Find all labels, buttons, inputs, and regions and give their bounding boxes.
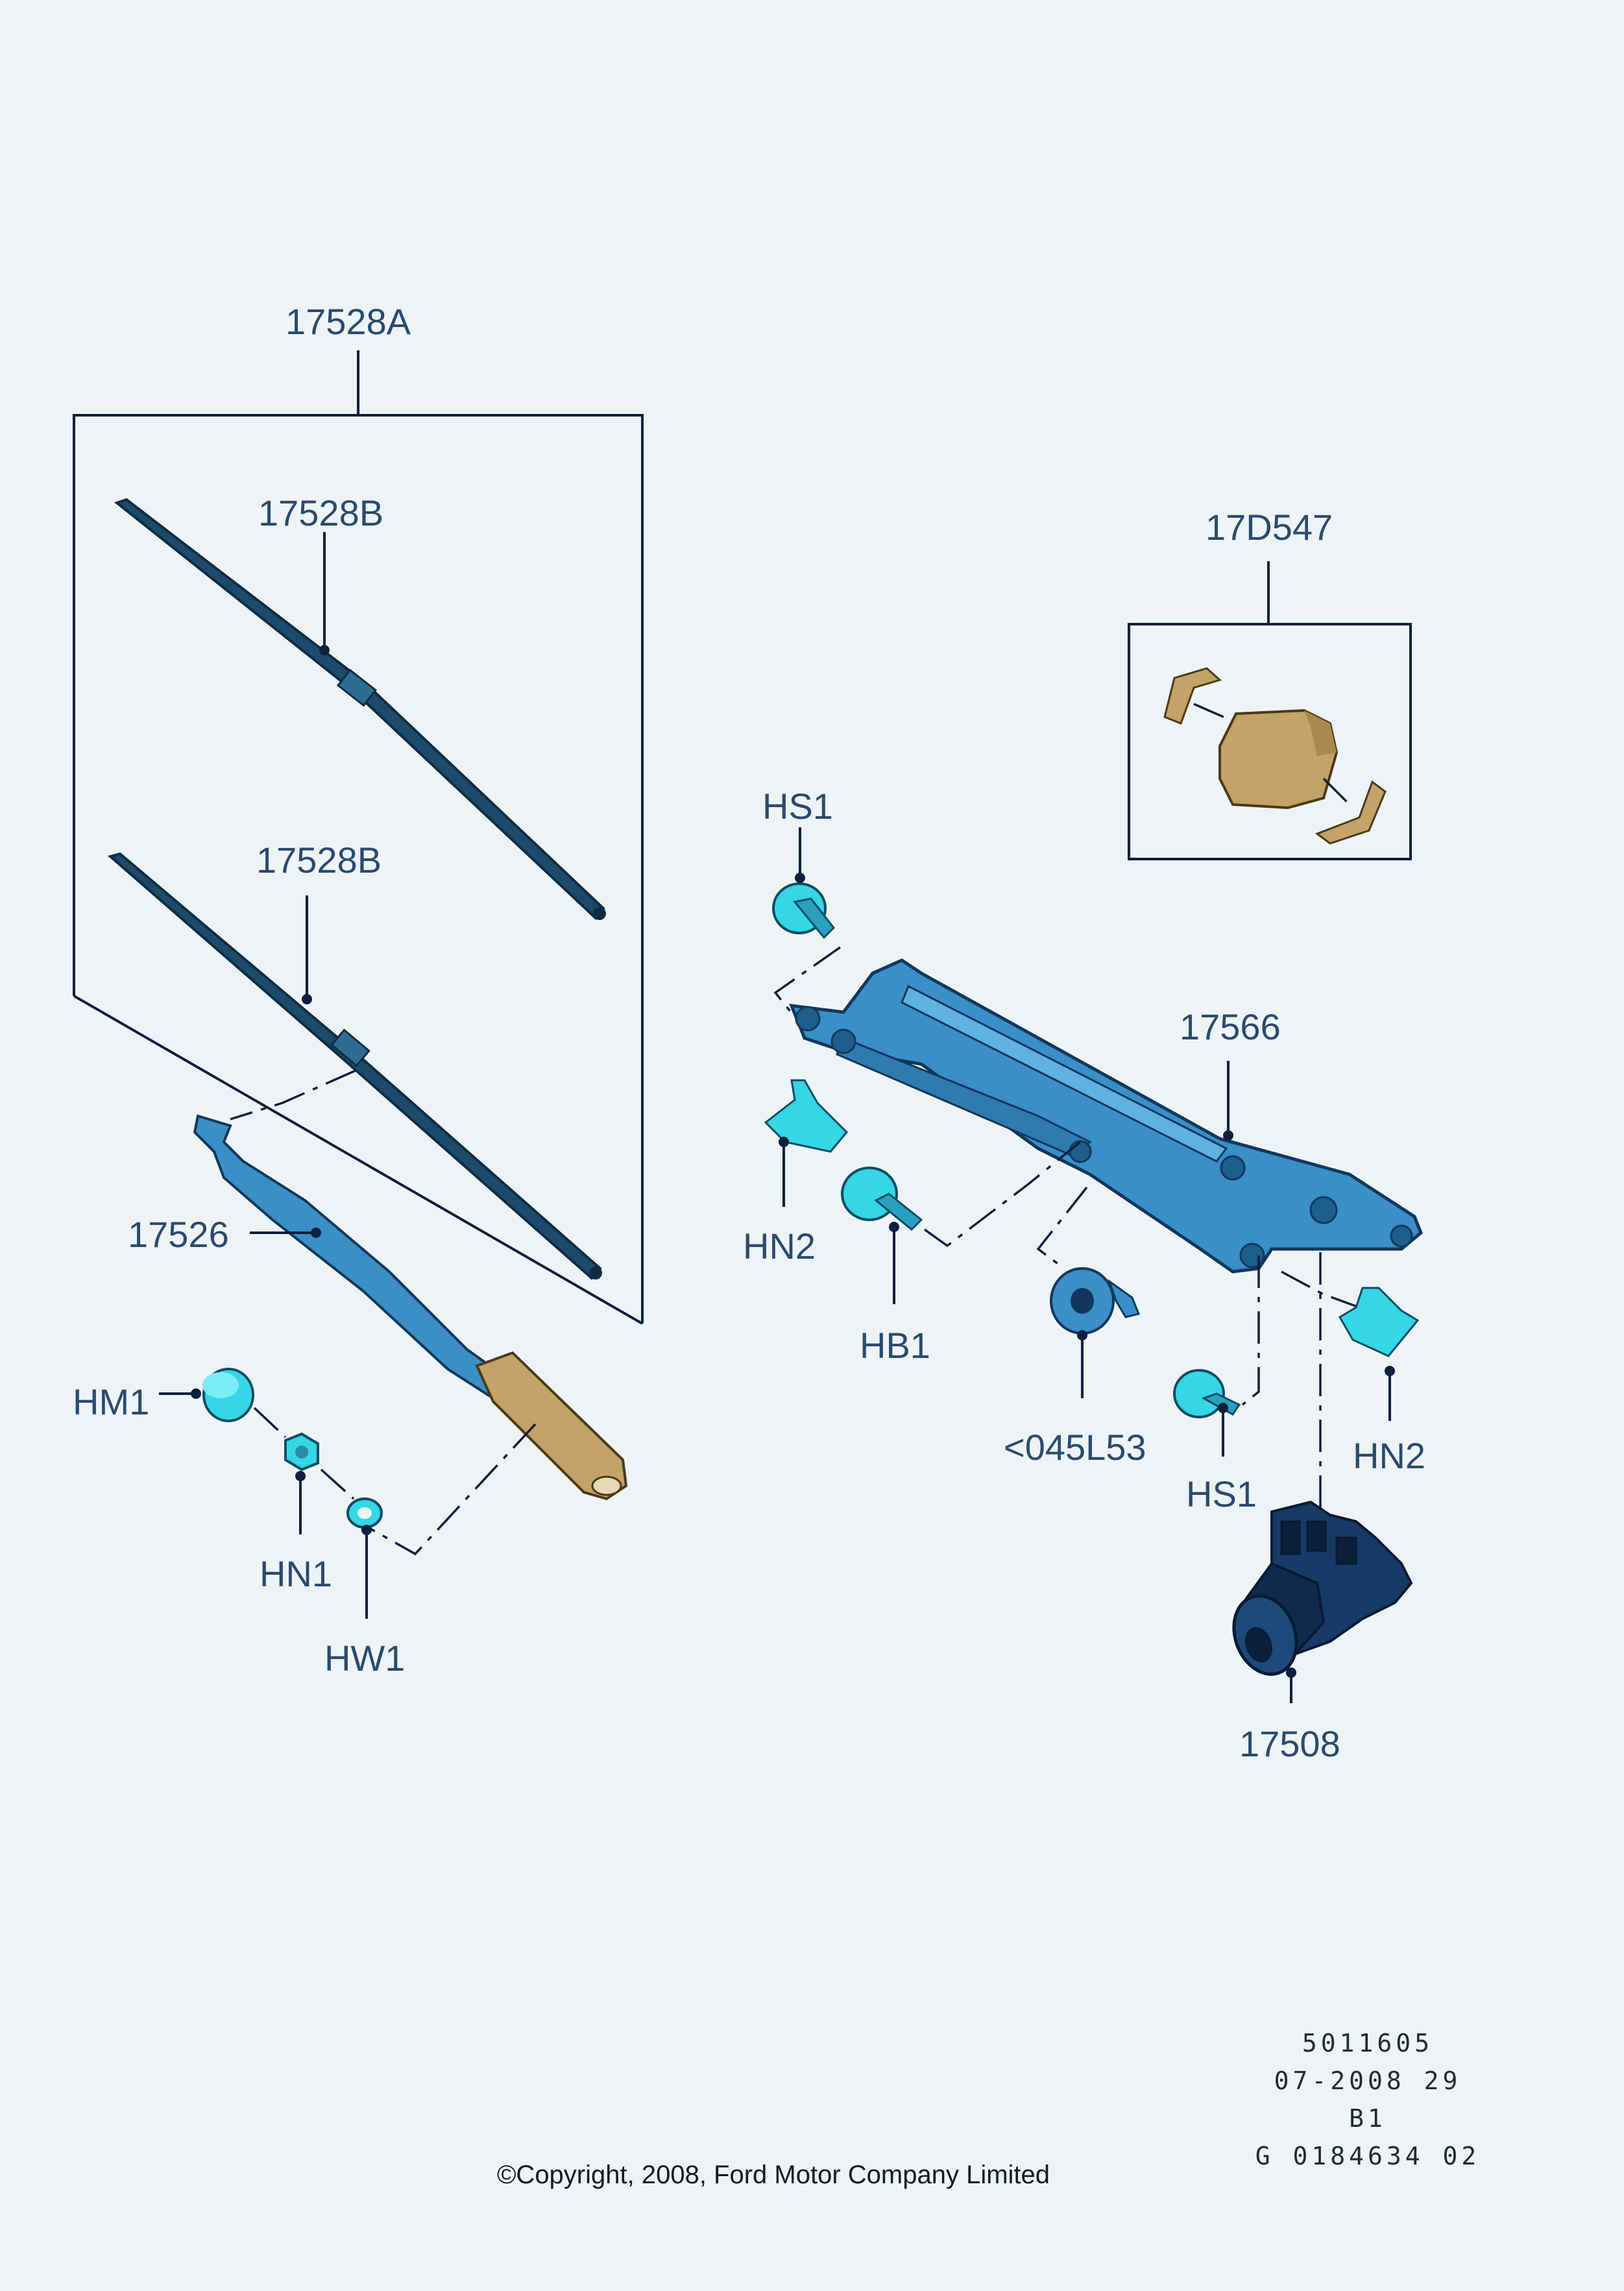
bolt-hs1-top[interactable] [772,882,835,939]
meta-line-1: 5011605 [1302,2029,1433,2057]
label-17526[interactable]: 17526 [128,1214,229,1255]
label-hb1[interactable]: HB1 [860,1325,930,1366]
clip-hn2-left[interactable] [764,1079,849,1153]
wiper-motor[interactable] [1224,1500,1413,1683]
clip-hn2-right[interactable] [1338,1287,1420,1357]
cowl-cover-kit[interactable] [1163,667,1387,845]
nut-hn1[interactable] [284,1432,319,1472]
label-17528a[interactable]: 17528A [285,301,411,342]
bolt-hb1[interactable] [841,1167,923,1231]
bushing-045l53[interactable] [1050,1267,1141,1335]
wiper-blade-top[interactable] [114,498,606,920]
wiper-arm[interactable] [193,1114,628,1501]
label-hs1-top[interactable]: HS1 [762,786,833,827]
washer-hw1[interactable] [346,1497,383,1529]
label-17d547[interactable]: 17D547 [1206,507,1333,548]
kit-17528a-frame [73,350,644,1325]
label-045l53[interactable]: <045L53 [1004,1427,1146,1468]
meta-line-2: 07-2008 29 [1274,2067,1462,2095]
drawing-metadata: 5011605 07-2008 29 B1 G 0184634 02 [1255,2029,1481,2170]
bolt-hs1-bottom[interactable] [1173,1369,1241,1418]
meta-line-4: G 0184634 02 [1255,2142,1481,2170]
label-hn1[interactable]: HN1 [260,1553,332,1594]
label-hs1-bottom[interactable]: HS1 [1186,1473,1257,1514]
label-17508[interactable]: 17508 [1239,1723,1340,1764]
cap-hm1[interactable] [202,1368,254,1422]
label-hn2-left[interactable]: HN2 [743,1226,816,1267]
label-17528b-top[interactable]: 17528B [258,492,383,533]
label-hw1[interactable]: HW1 [324,1638,405,1679]
label-17566[interactable]: 17566 [1180,1006,1281,1047]
label-17528b-bottom[interactable]: 17528B [256,840,382,880]
wiper-blade-bottom[interactable] [107,852,602,1280]
meta-line-3: B1 [1349,2104,1387,2133]
copyright-notice: ©Copyright, 2008, Ford Motor Company Lim… [497,2161,1050,2189]
label-hn2-right[interactable]: HN2 [1353,1435,1425,1476]
wiper-linkage[interactable] [789,958,1423,1274]
label-hm1[interactable]: HM1 [73,1381,149,1422]
